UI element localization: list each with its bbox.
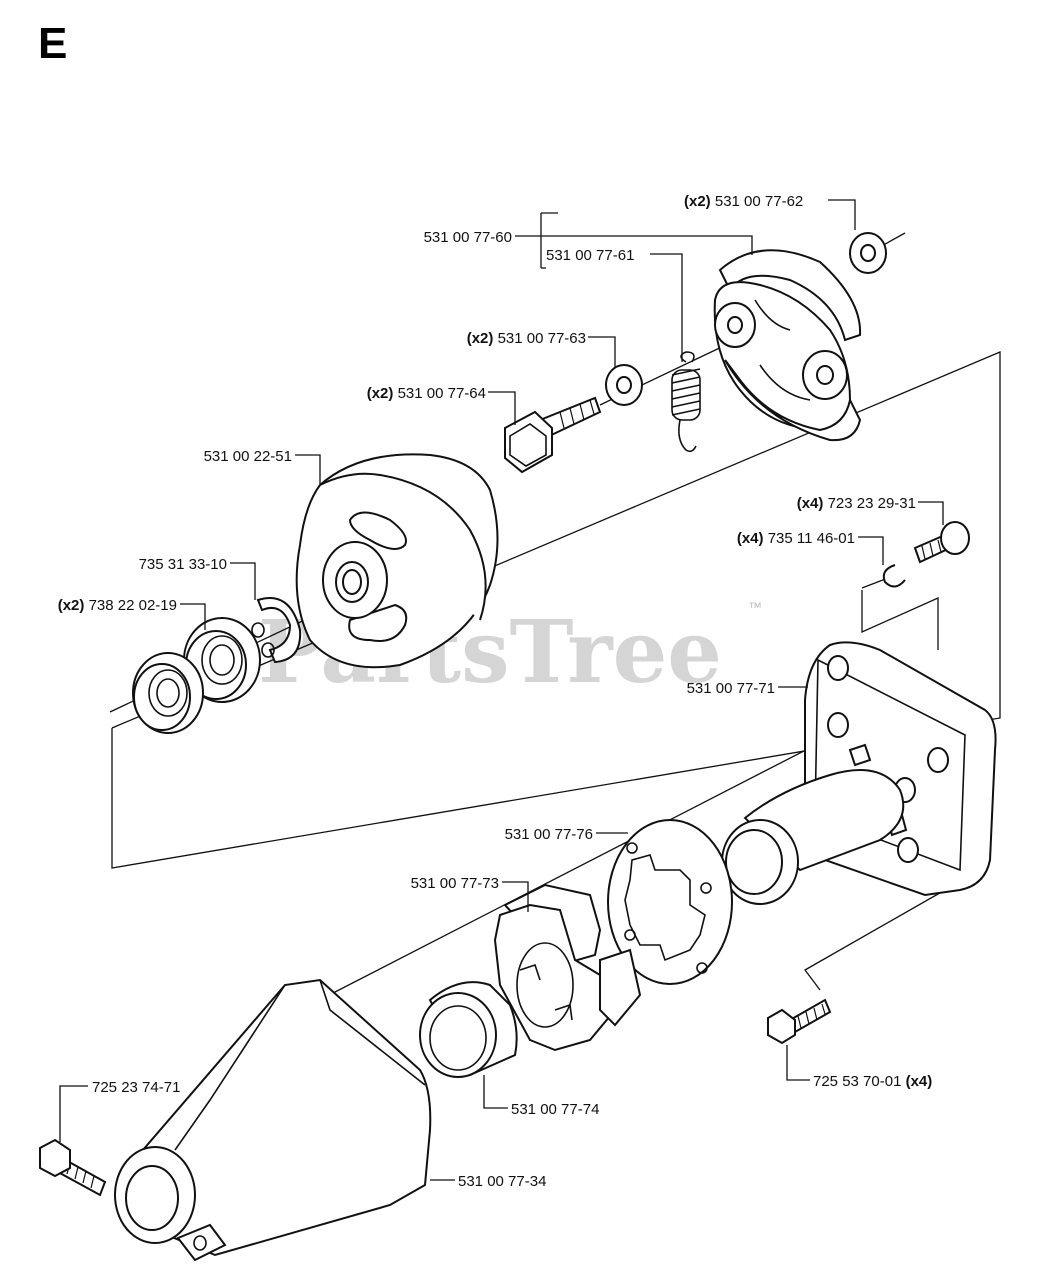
clutch-drum xyxy=(295,453,499,669)
clutch-shoe-upper xyxy=(718,249,862,342)
leader-lines xyxy=(59,199,944,1181)
bolt-leader-zigzag xyxy=(804,889,946,991)
label-723-23-29-31: (x4) 723 23 29-31 xyxy=(797,495,916,512)
label-531-00-77-34: 531 00 77-34 xyxy=(458,1173,546,1190)
clutch-spring xyxy=(671,351,701,453)
label-531-00-77-73: 531 00 77-73 xyxy=(411,875,499,892)
rubber-coupling xyxy=(493,883,642,1052)
lower-axis-line xyxy=(299,734,836,1011)
shoulder-screw-77-64 xyxy=(504,396,602,474)
washer-77-62 xyxy=(849,232,887,274)
label-531-00-77-61: 531 00 77-61 xyxy=(546,247,634,264)
label-531-00-77-76: 531 00 77-76 xyxy=(505,826,593,843)
damper-plate-center xyxy=(624,854,706,962)
clutch-assembly xyxy=(713,249,862,442)
drum-slot-upper xyxy=(348,511,407,550)
trademark-symbol: ™ xyxy=(748,599,762,615)
label-735-11-46-01: (x4) 735 11 46-01 xyxy=(737,530,855,547)
label-531-00-77-74: 531 00 77-74 xyxy=(511,1101,599,1118)
drum-slot-lower xyxy=(348,603,408,642)
coupling-bore xyxy=(516,942,574,1028)
label-531-00-77-60: 531 00 77-60 xyxy=(424,229,512,246)
bearing-2 xyxy=(132,652,204,734)
label-531-00-77-71: 531 00 77-71 xyxy=(687,680,775,697)
bolt-725-53 xyxy=(767,998,832,1045)
damper-plate xyxy=(607,819,733,985)
label-531-00-77-63: (x2) 531 00 77-63 xyxy=(467,330,586,347)
shaft-housing xyxy=(114,978,432,1262)
clutch-housing xyxy=(721,641,997,905)
section-letter: E xyxy=(38,19,67,68)
label-531-00-77-64: (x2) 531 00 77-64 xyxy=(367,385,486,402)
housing-hole-br xyxy=(897,837,919,863)
screw-leader-zigzag xyxy=(861,590,939,650)
housing-hole-tl xyxy=(827,655,849,681)
label-725-23-74-71: 725 23 74-71 xyxy=(92,1079,180,1096)
bolt-725-23 xyxy=(39,1138,107,1197)
label-531-00-22-51: 531 00 22-51 xyxy=(204,448,292,465)
label-735-31-33-10: 735 31 33-10 xyxy=(139,556,227,573)
clutch-shoe-lower xyxy=(724,359,862,442)
washer-77-63 xyxy=(605,364,643,406)
screw-723 xyxy=(913,521,970,564)
circlip-735-31 xyxy=(251,597,302,664)
housing-hole-tr xyxy=(927,747,949,773)
label-725-53-70-01: 725 53 70-01 (x4) xyxy=(813,1073,932,1090)
bushing xyxy=(419,981,518,1078)
label-531-00-77-62: (x2) 531 00 77-62 xyxy=(684,193,803,210)
lock-washer-735-11 xyxy=(882,564,906,588)
frame-box-upper xyxy=(111,351,1001,869)
label-738-22-02-19: (x2) 738 22 02-19 xyxy=(58,597,177,614)
